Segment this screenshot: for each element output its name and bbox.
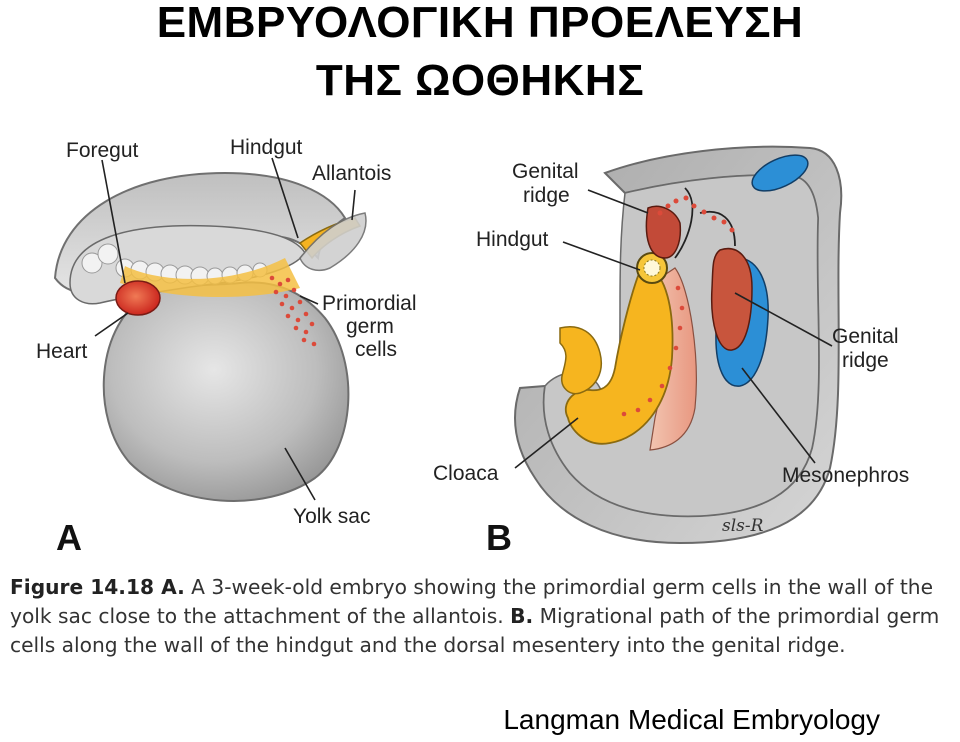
label-primordial-2: germ	[346, 315, 394, 338]
label-heart: Heart	[36, 340, 88, 363]
signature: sls-R	[722, 516, 764, 536]
figure-caption: Figure 14.18 A. A 3-week-old embryo show…	[10, 573, 955, 660]
genital-ridge-right-shape	[710, 247, 753, 351]
label-genital-ridge-right-2: ridge	[842, 349, 889, 372]
label-genital-ridge-right-1: Genital	[832, 325, 899, 348]
label-primordial-3: cells	[355, 338, 397, 361]
hindgut-lumen	[643, 259, 661, 277]
endoderm-strip	[120, 258, 300, 298]
label-mesonephros: Mesonephros	[782, 464, 909, 487]
primordial-germ-cells-dots	[269, 275, 317, 347]
label-hindgut-b: Hindgut	[476, 228, 549, 251]
label-foregut: Foregut	[66, 139, 139, 162]
caption-part-b: Migrational path of the primordial germ …	[10, 604, 940, 657]
caption-part-a: A 3-week-old embryo showing the primordi…	[10, 575, 934, 628]
genital-ridge-left-shape	[645, 205, 682, 259]
embryology-figure: Foregut Hindgut Allantois Primordial ger…	[36, 136, 909, 558]
caption-b-label: B.	[510, 604, 534, 628]
panel-b-leader-lines	[514, 189, 833, 469]
hindgut-cloaca-shape	[565, 267, 674, 445]
heart-shape	[115, 280, 161, 316]
connecting-stalk	[299, 212, 367, 271]
label-yolk-sac: Yolk sac	[293, 505, 370, 528]
panel-a-leader-lines	[94, 157, 356, 501]
label-primordial-1: Primordial	[322, 292, 417, 315]
panel-b-drawing: Genital ridge Hindgut Genital ridge Cloa…	[433, 145, 909, 558]
label-hindgut-a: Hindgut	[230, 136, 303, 159]
panel-letter-a: A	[56, 517, 82, 558]
cloaca-tail-shape	[559, 326, 602, 395]
panel-a-drawing: Foregut Hindgut Allantois Primordial ger…	[36, 136, 417, 558]
caption-figure-label: Figure 14.18 A.	[10, 575, 185, 599]
label-allantois: Allantois	[312, 162, 391, 185]
title-line-2: ΤΗΣ ΩΟΘΗΚΗΣ	[315, 56, 645, 105]
migration-dots	[621, 195, 735, 417]
panel-letter-b: B	[486, 517, 512, 558]
source-credit: Langman Medical Embryology	[503, 704, 880, 735]
label-cloaca: Cloaca	[433, 462, 499, 485]
label-genital-ridge-top-2: ridge	[523, 184, 570, 207]
title-line-1: ΕΜΒΡΥΟΛΟΓΙΚΗ ΠΡΟΕΛΕΥΣΗ	[156, 0, 804, 47]
label-genital-ridge-top-1: Genital	[512, 160, 579, 183]
neural-tube	[751, 154, 809, 192]
